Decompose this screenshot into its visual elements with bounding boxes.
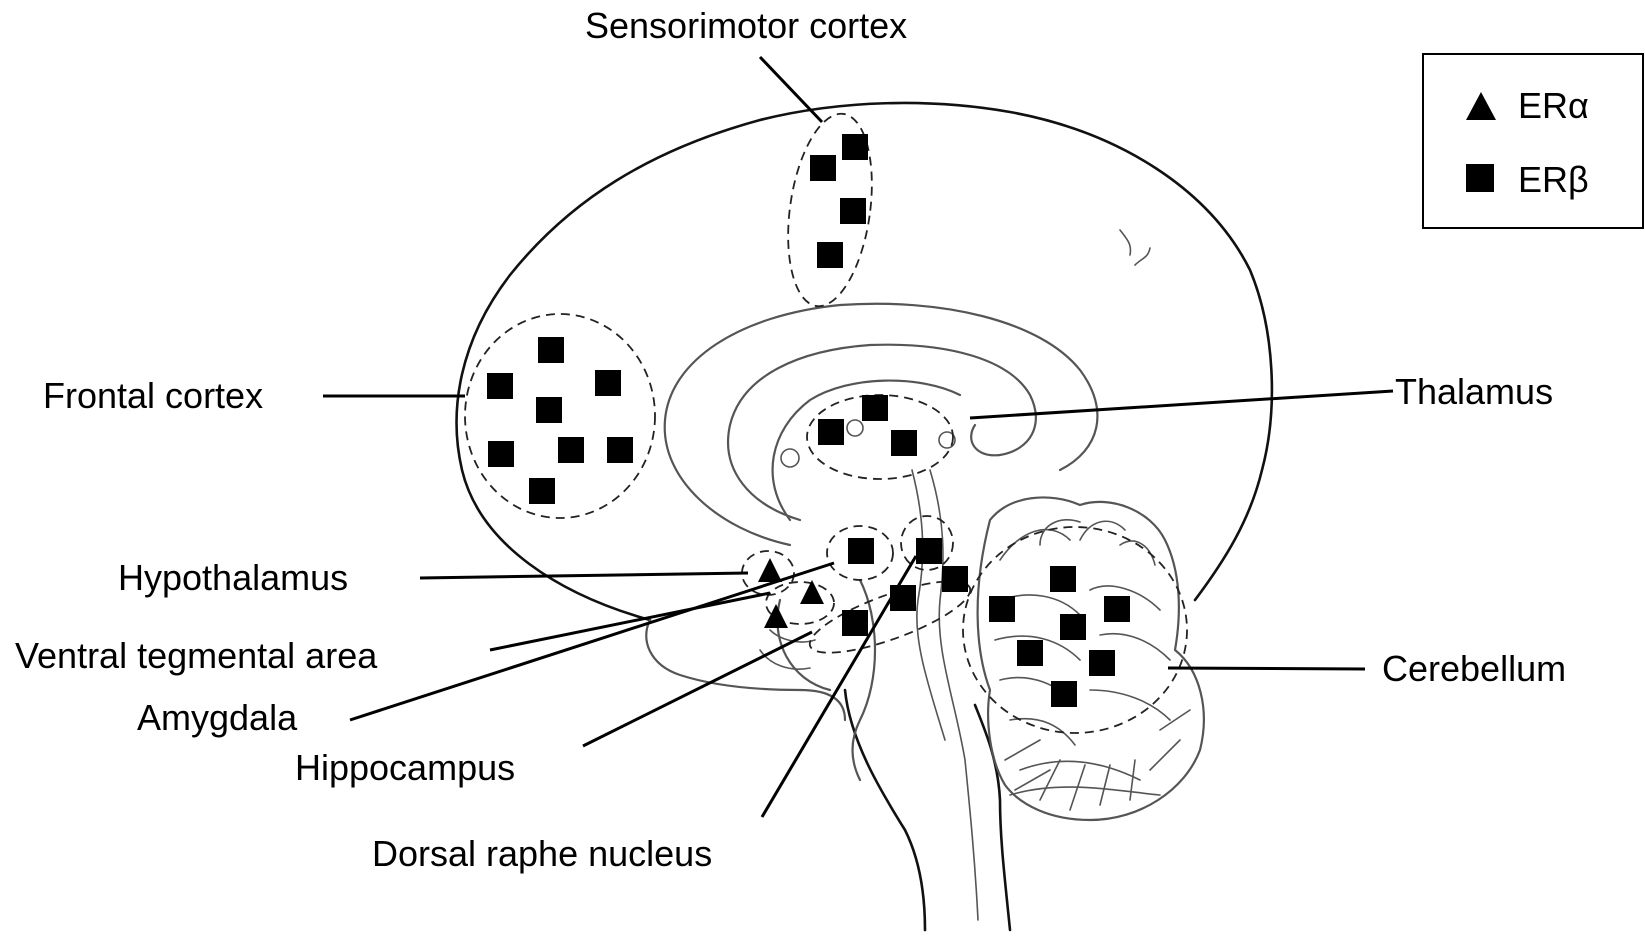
label-ventral-tegmental-area: Ventral tegmental area: [15, 635, 378, 676]
er-beta-marker: [536, 397, 562, 423]
er-alpha-marker: [800, 580, 824, 604]
er-beta-marker: [558, 437, 584, 463]
er-beta-marker: [538, 337, 564, 363]
er-beta-marker: [1050, 566, 1076, 592]
label-frontal-cortex: Frontal cortex: [43, 375, 263, 416]
sulcus-1: [1135, 248, 1150, 265]
ventricle-dot-2: [847, 420, 863, 436]
er-beta-marker: [891, 430, 917, 456]
er-beta-marker: [890, 585, 916, 611]
er-beta-marker: [1104, 596, 1130, 622]
ventricle-dot-1: [781, 449, 799, 467]
legend-label-er-alpha: ERα: [1518, 85, 1589, 126]
er-beta-marker: [818, 419, 844, 445]
corpus-callosum-inner: [728, 345, 1036, 520]
er-beta-marker: [1051, 681, 1077, 707]
legend-box: [1423, 54, 1643, 228]
brainstem-inner: [930, 470, 978, 920]
legend-label-er-beta: ERβ: [1518, 159, 1589, 200]
sulcus-2: [1120, 230, 1131, 255]
er-beta-marker: [529, 478, 555, 504]
er-beta-marker: [1017, 640, 1043, 666]
markers: [487, 134, 1130, 707]
label-hippocampus: Hippocampus: [295, 747, 515, 788]
er-beta-marker: [1060, 614, 1086, 640]
legend: ERα ERβ: [1423, 54, 1643, 228]
er-beta-marker: [810, 155, 836, 181]
er-beta-marker: [862, 395, 888, 421]
er-beta-marker: [595, 370, 621, 396]
er-beta-marker: [842, 610, 868, 636]
leader-cerebellum: [1168, 668, 1365, 669]
er-beta-marker: [1089, 650, 1115, 676]
leader-lines: [323, 57, 1393, 817]
leader-dorsal-raphe: [762, 556, 916, 817]
label-hypothalamus: Hypothalamus: [118, 557, 348, 598]
er-alpha-marker: [758, 558, 782, 582]
brainstem-outline-right: [975, 705, 1010, 930]
er-beta-marker: [842, 134, 868, 160]
er-beta-marker: [942, 566, 968, 592]
leader-vta: [490, 593, 770, 650]
leader-hypothalamus: [420, 573, 748, 578]
er-beta-marker: [916, 538, 942, 564]
legend-square-icon: [1466, 164, 1494, 192]
er-beta-marker: [817, 242, 843, 268]
er-beta-marker: [607, 437, 633, 463]
region-labels: Sensorimotor cortex Frontal cortex Thala…: [15, 5, 1566, 874]
er-beta-marker: [487, 373, 513, 399]
label-cerebellum: Cerebellum: [1382, 648, 1566, 689]
label-thalamus: Thalamus: [1395, 371, 1553, 412]
er-beta-marker: [840, 198, 866, 224]
er-beta-marker: [989, 596, 1015, 622]
er-beta-marker: [488, 441, 514, 467]
label-dorsal-raphe-nucleus: Dorsal raphe nucleus: [372, 833, 712, 874]
er-beta-marker: [848, 538, 874, 564]
label-amygdala: Amygdala: [137, 697, 298, 738]
label-sensorimotor-cortex: Sensorimotor cortex: [585, 5, 907, 46]
leader-amygdala: [350, 563, 834, 720]
